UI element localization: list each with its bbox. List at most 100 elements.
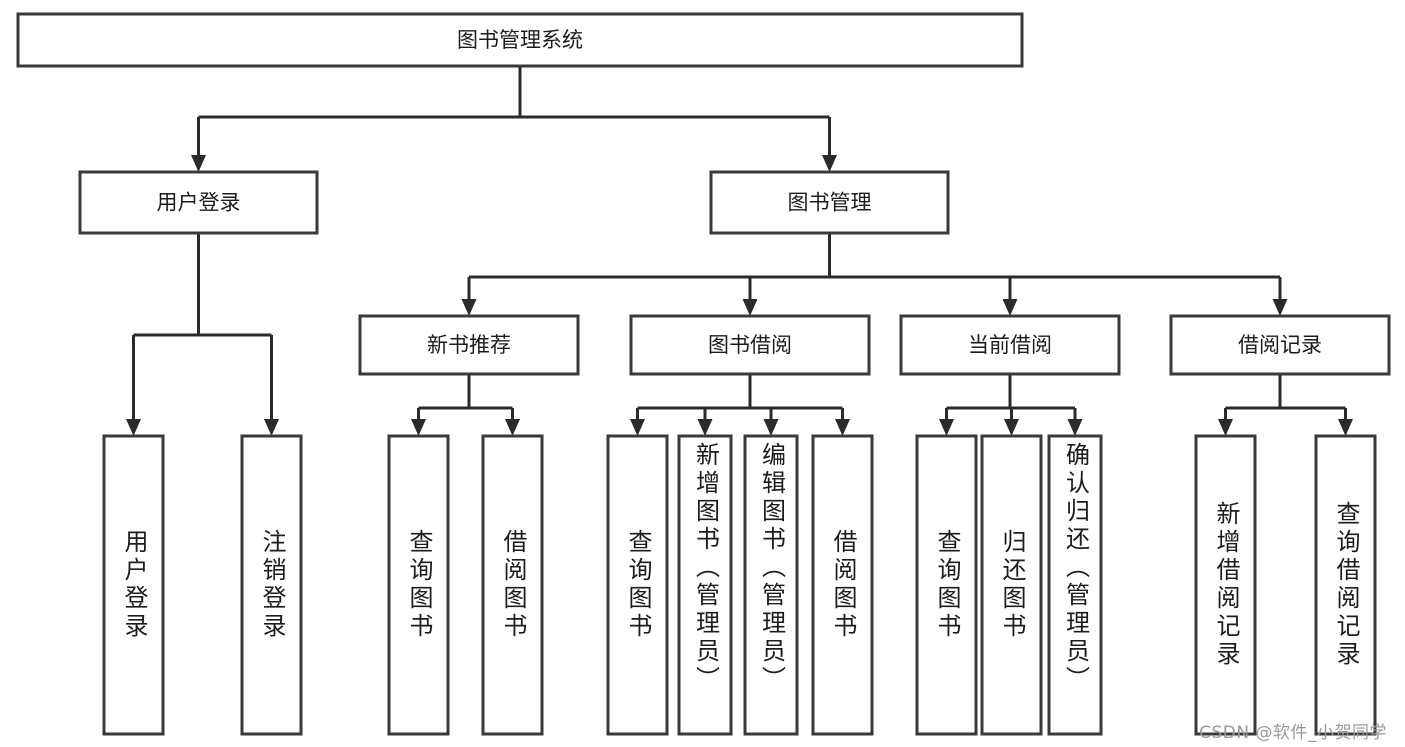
node-leaf-edit-book-admin[interactable]: 编辑图书（管理员）: [743, 434, 799, 736]
node-leaf-confirm-return-admin[interactable]: 确认归还（管理员）: [1047, 434, 1103, 736]
node-label-wrap-leaf-add-book-admin: 新增图书（管理员）: [681, 438, 729, 732]
node-label-leaf-return-book: 归还图书: [997, 529, 1026, 641]
node-rect-leaf-user-logout: [240, 434, 303, 736]
node-label-user-login: 用户登录: [157, 191, 241, 215]
node-label-box-leaf-add-book-admin: 新增图书（管理员）: [681, 438, 729, 732]
arrow-icon-leaf-user-logout: [264, 419, 279, 436]
arrow-icon-book-borrow: [742, 299, 758, 316]
node-label-current-borrow: 当前借阅: [968, 333, 1052, 357]
node-leaf-borrow-book[interactable]: 借阅图书: [811, 434, 874, 736]
arrow-icon-current-borrow: [1002, 299, 1018, 316]
node-label-book-management: 图书管理: [788, 191, 872, 215]
node-rect-user-login: [78, 170, 319, 235]
node-leaf-query-borrow-record[interactable]: 查询借阅记录: [1314, 434, 1377, 736]
arrow-icon-leaf-query-book-current: [939, 419, 954, 436]
node-rect-borrow-records: [1169, 314, 1391, 376]
arrow-icon-leaf-query-borrow-record: [1338, 419, 1353, 436]
node-label-wrap-leaf-add-borrow-record: 新增借阅记录: [1198, 438, 1253, 732]
arrow-icon-book-management: [822, 155, 837, 172]
arrow-icon-user-login: [191, 155, 206, 172]
node-label-wrap-leaf-edit-book-admin: 编辑图书（管理员）: [757, 442, 786, 694]
node-label-leaf-query-book-borrow: 查询图书: [623, 529, 652, 641]
node-label-wrap-leaf-query-book-borrow: 查询图书: [610, 438, 665, 732]
node-label-box-leaf-query-book-current: 查询图书: [919, 438, 974, 732]
node-rect-leaf-user-login: [102, 434, 165, 736]
node-rect-leaf-query-book-borrow: [606, 434, 669, 736]
node-rect-leaf-add-borrow-record: [1194, 434, 1257, 736]
node-label-root: 图书管理系统: [457, 28, 583, 52]
node-label-book-borrow: 图书借阅: [708, 333, 792, 357]
node-rect-leaf-borrow-book: [811, 434, 874, 736]
node-label-wrap-leaf-query-borrow-record: 查询借阅记录: [1318, 438, 1373, 732]
node-label-borrow-records: 借阅记录: [1238, 333, 1322, 357]
node-rect-root: [16, 12, 1024, 68]
node-current-borrow[interactable]: 当前借阅: [899, 314, 1121, 376]
node-rect-new-book-recommend: [358, 314, 580, 376]
node-leaf-query-book-current[interactable]: 查询图书: [915, 434, 978, 736]
node-leaf-user-logout[interactable]: 注销登录: [240, 434, 303, 736]
arrow-icon-leaf-add-book-admin: [697, 419, 713, 436]
node-label-leaf-query-book-recommend: 查询图书: [404, 529, 433, 641]
node-label-leaf-borrow-book: 借阅图书: [828, 529, 857, 641]
node-label-leaf-add-borrow-record: 新增借阅记录: [1211, 501, 1240, 669]
node-label-box-leaf-confirm-return-admin: 确认归还（管理员）: [1051, 438, 1099, 732]
arrow-icon-leaf-borrow-book: [835, 419, 850, 436]
node-rect-leaf-edit-book-admin: [743, 434, 799, 736]
node-label-leaf-borrow-book-recommend: 借阅图书: [498, 529, 527, 641]
node-leaf-query-book-borrow[interactable]: 查询图书: [606, 434, 669, 736]
node-label-wrap-leaf-query-book-recommend: 查询图书: [391, 438, 446, 732]
node-label-box-leaf-user-logout: 注销登录: [244, 438, 299, 732]
arrow-icon-borrow-records: [1272, 299, 1288, 316]
node-root[interactable]: 图书管理系统: [16, 12, 1024, 68]
node-label-wrap-leaf-confirm-return-admin: 确认归还（管理员）: [1051, 438, 1099, 732]
node-label-wrap-leaf-borrow-book-recommend: 借阅图书: [498, 529, 527, 641]
node-leaf-user-login[interactable]: 用户登录: [102, 434, 165, 736]
node-new-book-recommend[interactable]: 新书推荐: [358, 314, 580, 376]
node-rect-current-borrow: [899, 314, 1121, 376]
node-rect-leaf-query-borrow-record: [1314, 434, 1377, 736]
arrow-icon-leaf-query-book-borrow: [630, 419, 645, 436]
node-label-leaf-edit-book-admin: 编辑图书（管理员）: [757, 442, 786, 694]
node-label-new-book-recommend: 新书推荐: [427, 333, 511, 357]
node-rect-leaf-return-book: [980, 434, 1043, 736]
node-rect-leaf-query-book-current: [915, 434, 978, 736]
node-label-box-leaf-return-book: 归还图书: [984, 438, 1039, 732]
node-label-wrap-leaf-user-logout: 注销登录: [244, 438, 299, 732]
node-label-box-leaf-query-book-recommend: 查询图书: [391, 438, 446, 732]
node-label-leaf-user-logout: 注销登录: [257, 529, 286, 641]
node-user-login[interactable]: 用户登录: [78, 170, 319, 235]
arrow-icon-leaf-edit-book-admin: [763, 419, 779, 436]
node-rect-leaf-borrow-book-recommend: [481, 434, 544, 736]
node-rect-leaf-add-book-admin: [677, 434, 733, 736]
node-label-wrap-leaf-borrow-book: 借阅图书: [828, 529, 857, 641]
node-leaf-query-book-recommend[interactable]: 查询图书: [387, 434, 450, 736]
arrow-icon-leaf-borrow-book-recommend: [505, 419, 520, 436]
node-leaf-return-book[interactable]: 归还图书: [980, 434, 1043, 736]
node-label-box-leaf-query-borrow-record: 查询借阅记录: [1318, 438, 1373, 732]
node-book-borrow[interactable]: 图书借阅: [629, 314, 871, 376]
node-label-leaf-add-book-admin: 新增图书（管理员）: [691, 442, 720, 694]
node-leaf-add-borrow-record[interactable]: 新增借阅记录: [1194, 434, 1257, 736]
node-label-leaf-user-login: 用户登录: [119, 529, 148, 641]
node-leaf-borrow-book-recommend[interactable]: 借阅图书: [481, 434, 544, 736]
arrow-icon-leaf-query-book-recommend: [411, 419, 426, 436]
node-borrow-records[interactable]: 借阅记录: [1169, 314, 1391, 376]
node-label-wrap-leaf-user-login: 用户登录: [106, 438, 161, 732]
arrow-icon-leaf-return-book: [1004, 419, 1019, 436]
node-book-management[interactable]: 图书管理: [709, 170, 950, 235]
arrow-icon-leaf-add-borrow-record: [1218, 419, 1233, 436]
connector-layer: [126, 66, 1353, 436]
arrow-icon-leaf-confirm-return-admin: [1067, 419, 1083, 436]
node-label-leaf-confirm-return-admin: 确认归还（管理员）: [1061, 442, 1090, 694]
node-label-wrap-leaf-query-book-current: 查询图书: [919, 438, 974, 732]
node-label-box-leaf-user-login: 用户登录: [106, 438, 161, 732]
node-leaf-add-book-admin[interactable]: 新增图书（管理员）: [677, 434, 733, 736]
node-label-wrap-leaf-return-book: 归还图书: [984, 438, 1039, 732]
arrow-icon-leaf-user-login: [126, 419, 141, 436]
node-label-box-leaf-query-book-borrow: 查询图书: [610, 438, 665, 732]
node-label-box-leaf-add-borrow-record: 新增借阅记录: [1198, 438, 1253, 732]
node-rect-book-management: [709, 170, 950, 235]
node-rect-book-borrow: [629, 314, 871, 376]
